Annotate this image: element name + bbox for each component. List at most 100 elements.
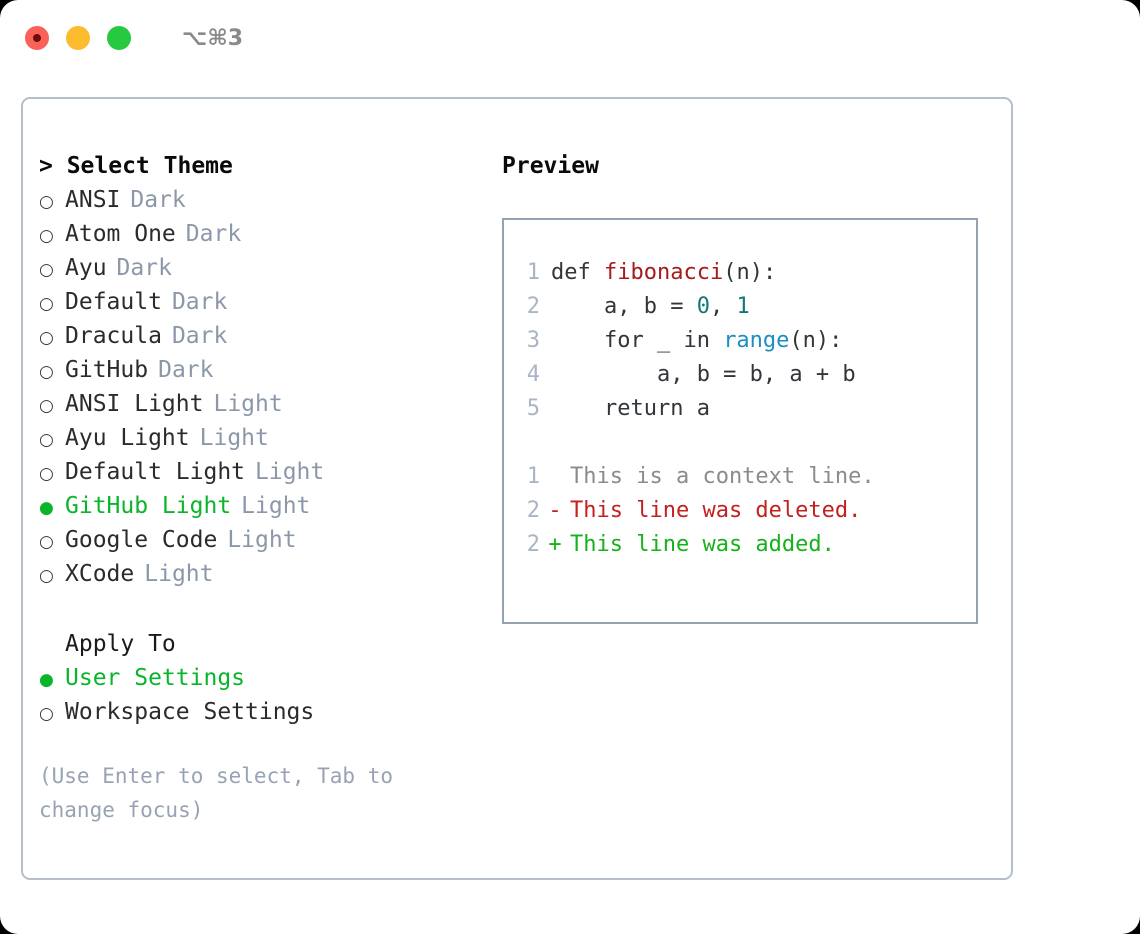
theme-option[interactable]: ● GitHub Light Light [39, 489, 479, 523]
radio-selected-icon: ● [39, 498, 54, 518]
code-token: (n): [723, 260, 777, 285]
diff-marker: - [548, 498, 562, 523]
theme-variant-tag: Dark [171, 323, 228, 349]
close-button[interactable] [25, 26, 49, 50]
theme-variant-tag: Light [144, 561, 214, 587]
theme-option[interactable]: ○ Dracula Dark [39, 319, 479, 353]
window-controls [25, 26, 131, 50]
radio-unselected-icon: ○ [39, 566, 54, 586]
radio-selected-icon: ● [39, 670, 54, 690]
section-spacer [39, 591, 479, 627]
radio-unselected-icon: ○ [39, 704, 54, 724]
minimize-button[interactable] [66, 26, 90, 50]
theme-variant-tag: Dark [116, 255, 172, 281]
diff-marker: + [548, 532, 562, 557]
apply-to-option[interactable]: ● User Settings [39, 661, 479, 695]
maximize-button[interactable] [107, 26, 131, 50]
theme-option[interactable]: ○ Ayu Dark [39, 251, 479, 285]
apply-to-option-label: Workspace Settings [65, 699, 315, 725]
theme-variant-tag: Light [213, 391, 283, 417]
code-line-text: return a [540, 392, 710, 426]
theme-option-label: Default [65, 289, 162, 315]
theme-option-label: Default Light [65, 459, 246, 485]
theme-option[interactable]: ○ Ayu Light Light [39, 421, 479, 455]
theme-option-label: GitHub [65, 357, 149, 383]
radio-unselected-icon: ○ [39, 192, 54, 212]
code-token: fibonacci [603, 260, 724, 285]
theme-option-label: Ayu [65, 255, 107, 281]
code-token: def [551, 260, 604, 285]
theme-option-label: Dracula [65, 323, 162, 349]
apply-to-header: Apply To [65, 631, 176, 657]
code-line-text: def fibonacci(n): [540, 256, 776, 290]
theme-option[interactable]: ○ Atom One Dark [39, 217, 479, 251]
apply-to-option-label: User Settings [65, 665, 246, 691]
theme-option[interactable]: ○ Default Light Light [39, 455, 479, 489]
diff-line-text: This line was deleted. [570, 498, 862, 523]
diff-spacer [504, 426, 976, 460]
diff-line-number: 1 [526, 464, 540, 489]
theme-variant-tag: Dark [158, 357, 214, 383]
code-token: for _ in [551, 328, 724, 353]
code-token: a, b = [551, 294, 697, 319]
title-bar: ⌥⌘3 [0, 0, 1140, 76]
theme-variant-tag: Light [199, 425, 269, 451]
diff-line-number: 2 [526, 498, 540, 523]
diff-line: 2-This line was deleted. [504, 494, 976, 528]
code-line: 5 return a [504, 392, 976, 426]
select-theme-header: > Select Theme [39, 153, 233, 179]
apply-to-list[interactable]: ● User Settings ○ Workspace Settings [39, 661, 479, 729]
radio-unselected-icon: ○ [39, 260, 54, 280]
apply-to-option[interactable]: ○ Workspace Settings [39, 695, 479, 729]
diff-sample: 1 This is a context line. 2-This line was… [504, 460, 976, 562]
theme-variant-tag: Dark [171, 289, 228, 315]
radio-unselected-icon: ○ [39, 396, 54, 416]
code-line-number: 5 [526, 396, 540, 421]
theme-variant-tag: Dark [130, 187, 186, 213]
theme-variant-tag: Light [241, 493, 311, 519]
code-token: return a [551, 396, 710, 421]
theme-option-label: XCode [65, 561, 135, 587]
diff-marker [540, 460, 570, 494]
code-line-number: 1 [526, 260, 540, 285]
theme-option-label: Atom One [65, 221, 176, 247]
code-line-text: a, b = b, a + b [540, 358, 856, 392]
radio-unselected-icon: ○ [39, 532, 54, 552]
theme-option-label: GitHub Light [65, 493, 232, 519]
keyboard-shortcut-label: ⌥⌘3 [182, 25, 244, 51]
code-line-number: 2 [526, 294, 540, 319]
theme-variant-tag: Light [255, 459, 325, 485]
preview-header: Preview [502, 153, 599, 179]
diff-line-text: This is a context line. [570, 464, 875, 489]
radio-unselected-icon: ○ [39, 226, 54, 246]
code-line: 3 for _ in range(n): [504, 324, 976, 358]
code-line: 4 a, b = b, a + b [504, 358, 976, 392]
theme-variant-tag: Dark [185, 221, 242, 247]
code-line-text: a, b = 0, 1 [540, 290, 750, 324]
code-token: range [723, 328, 790, 353]
diff-line-text: This line was added. [570, 532, 835, 557]
radio-unselected-icon: ○ [39, 430, 54, 450]
radio-unselected-icon: ○ [39, 464, 54, 484]
code-line-text: for _ in range(n): [540, 324, 842, 358]
code-token: a, b = b, a + b [551, 362, 856, 387]
radio-unselected-icon: ○ [39, 328, 54, 348]
theme-option-label: Ayu Light [65, 425, 190, 451]
code-token: 1 [736, 294, 750, 319]
diff-line-number: 2 [526, 532, 540, 557]
theme-option[interactable]: ○ XCode Light [39, 557, 479, 591]
code-line-number: 4 [526, 362, 540, 387]
